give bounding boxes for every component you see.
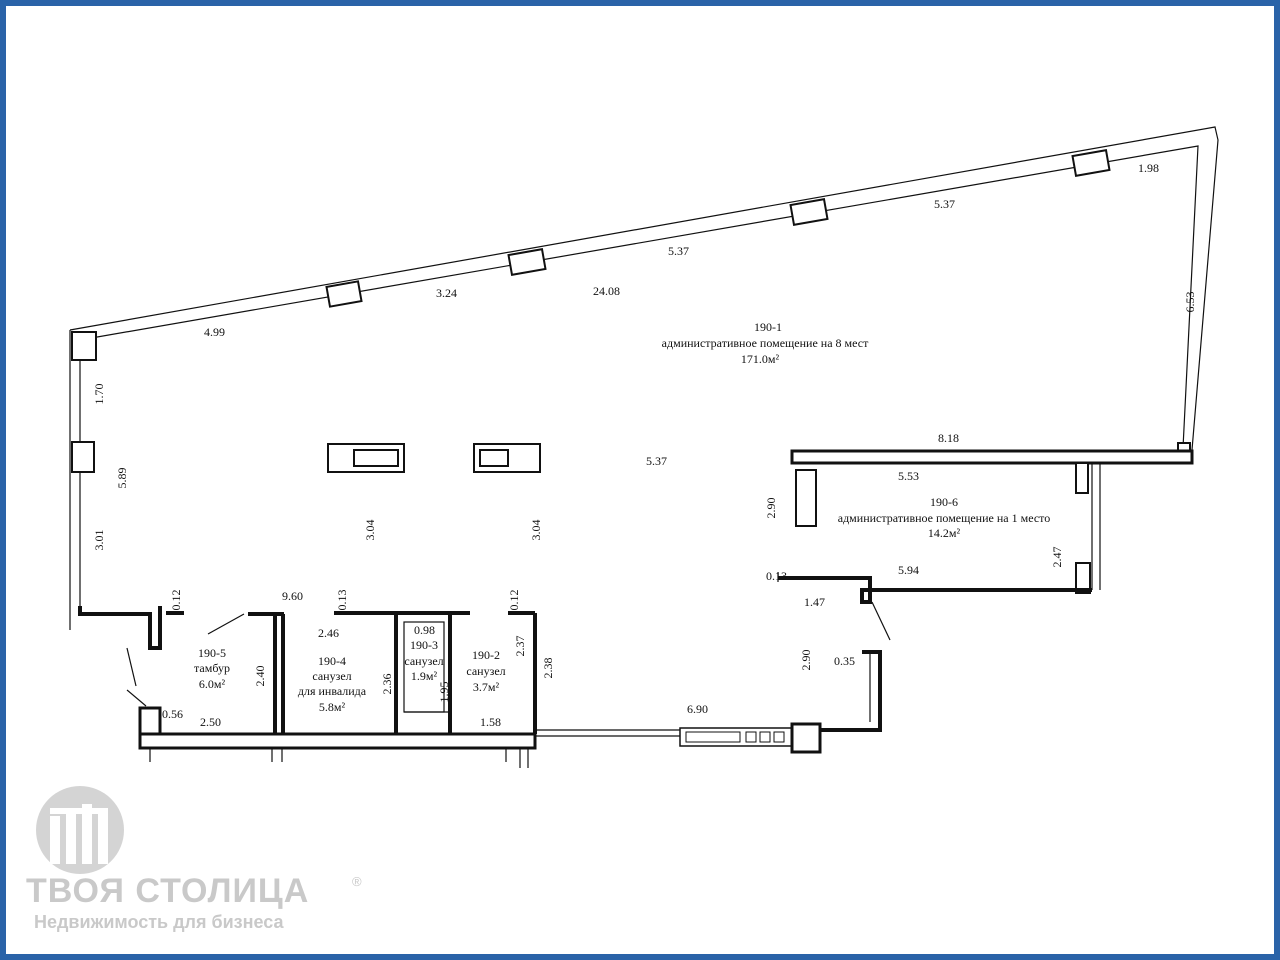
dimension-label: 2.46 bbox=[318, 626, 339, 640]
room-id: 190-4 bbox=[318, 654, 346, 668]
room-190-4-label: 190-4 санузел для инвалида 5.8м² bbox=[298, 654, 367, 714]
brand-logo: ТВОЯ СТОЛИЦА ® Недвижимость для бизнеса bbox=[26, 786, 446, 946]
room-id: 190-1 bbox=[754, 320, 782, 334]
logo-tagline: Недвижимость для бизнеса bbox=[34, 912, 284, 932]
dimension-label: 9.60 bbox=[282, 589, 303, 603]
column bbox=[789, 198, 829, 226]
dimension-label: 2.90 bbox=[764, 498, 778, 519]
dimension-label: 5.94 bbox=[898, 563, 919, 577]
dimension-label: 5.89 bbox=[115, 468, 129, 489]
room-name-2: для инвалида bbox=[298, 684, 367, 698]
room-190-2-label: 190-2 санузел 3.7м² bbox=[466, 648, 505, 694]
dimension-label: 2.47 bbox=[1050, 547, 1064, 568]
dimension-label: 5.37 bbox=[668, 244, 689, 258]
exterior-wall bbox=[69, 126, 1219, 650]
room-area: 171.0м² bbox=[741, 352, 780, 366]
dimension-label: 1.47 bbox=[804, 595, 825, 609]
room-name: санузел bbox=[466, 664, 505, 678]
room-name: административное помещение на 8 мест bbox=[662, 336, 869, 350]
partition-walls bbox=[126, 611, 537, 734]
room-name: административное помещение на 1 место bbox=[838, 511, 1050, 525]
dimension-label: 6.53 bbox=[1183, 292, 1197, 313]
column bbox=[325, 280, 363, 308]
room-id: 190-3 bbox=[410, 638, 438, 652]
column bbox=[507, 248, 547, 276]
dimension-label: 1.98 bbox=[1138, 161, 1159, 175]
room-id: 190-5 bbox=[198, 646, 226, 660]
room-190-1-label: 190-1 административное помещение на 8 ме… bbox=[662, 320, 869, 366]
dimension-label: 0.13 bbox=[335, 590, 349, 611]
bottom-wall bbox=[138, 650, 882, 768]
room-id: 190-6 bbox=[930, 495, 958, 509]
dimension-label: 1.58 bbox=[480, 715, 501, 729]
column-inner bbox=[479, 449, 509, 467]
dimension-label: 3.04 bbox=[363, 520, 377, 541]
dimension-label: 2.50 bbox=[200, 715, 221, 729]
dimension-label: 1.70 bbox=[92, 384, 106, 405]
dimension-label: 8.18 bbox=[938, 431, 959, 445]
room-190-6-walls bbox=[777, 449, 1194, 641]
dimension-label: 0.56 bbox=[162, 707, 183, 721]
dimension-label: 6.90 bbox=[687, 702, 708, 716]
dimension-label: 0.98 bbox=[414, 623, 435, 637]
room-id: 190-2 bbox=[472, 648, 500, 662]
dimension-label: 0.12 bbox=[169, 590, 183, 611]
dimension-label: 2.90 bbox=[799, 650, 813, 671]
dimension-label: 0.35 bbox=[834, 654, 855, 668]
interior-columns bbox=[327, 443, 541, 473]
column bbox=[71, 441, 95, 473]
dimension-label: 5.37 bbox=[646, 454, 667, 468]
dimension-label: 3.01 bbox=[92, 530, 106, 551]
dimension-label: 24.08 bbox=[593, 284, 620, 298]
room-area: 3.7м² bbox=[473, 680, 500, 694]
room-190-6-label: 190-6 административное помещение на 1 ме… bbox=[838, 495, 1050, 540]
dimension-labels: 1.98 5.37 5.37 6.53 3.24 24.08 4.99 1.70… bbox=[92, 161, 1197, 729]
dimension-label: 5.37 bbox=[934, 197, 955, 211]
dimension-label: 2.40 bbox=[253, 666, 267, 687]
dimension-label: 2.36 bbox=[380, 674, 394, 695]
room-area: 5.8м² bbox=[319, 700, 346, 714]
column bbox=[1071, 149, 1111, 177]
room-area: 6.0м² bbox=[199, 677, 226, 691]
dimension-label: 0.12 bbox=[507, 590, 521, 611]
room-area: 1.9м² bbox=[411, 669, 438, 683]
columns bbox=[71, 149, 1191, 473]
room-name: тамбур bbox=[194, 661, 230, 675]
dimension-label: 5.53 bbox=[898, 469, 919, 483]
room-name: санузел bbox=[404, 654, 443, 668]
column bbox=[71, 331, 97, 361]
dimension-label: 3.04 bbox=[529, 520, 543, 541]
logo-name: ТВОЯ СТОЛИЦА bbox=[26, 872, 310, 910]
registered-mark: ® bbox=[352, 874, 362, 889]
dimension-label: 2.37 bbox=[513, 636, 527, 657]
dimension-label: 0.13 bbox=[766, 569, 787, 583]
room-area: 14.2м² bbox=[928, 526, 961, 540]
room-190-3-label: 190-3 санузел 1.9м² bbox=[404, 638, 443, 683]
dimension-label: 1.95 bbox=[437, 682, 451, 703]
dimension-label: 4.99 bbox=[204, 325, 225, 339]
building-icon bbox=[36, 786, 124, 874]
room-name: санузел bbox=[312, 669, 351, 683]
dimension-label: 3.24 bbox=[436, 286, 457, 300]
column-inner bbox=[353, 449, 399, 467]
dimension-label: 2.38 bbox=[541, 658, 555, 679]
room-190-5-label: 190-5 тамбур 6.0м² bbox=[194, 646, 230, 691]
